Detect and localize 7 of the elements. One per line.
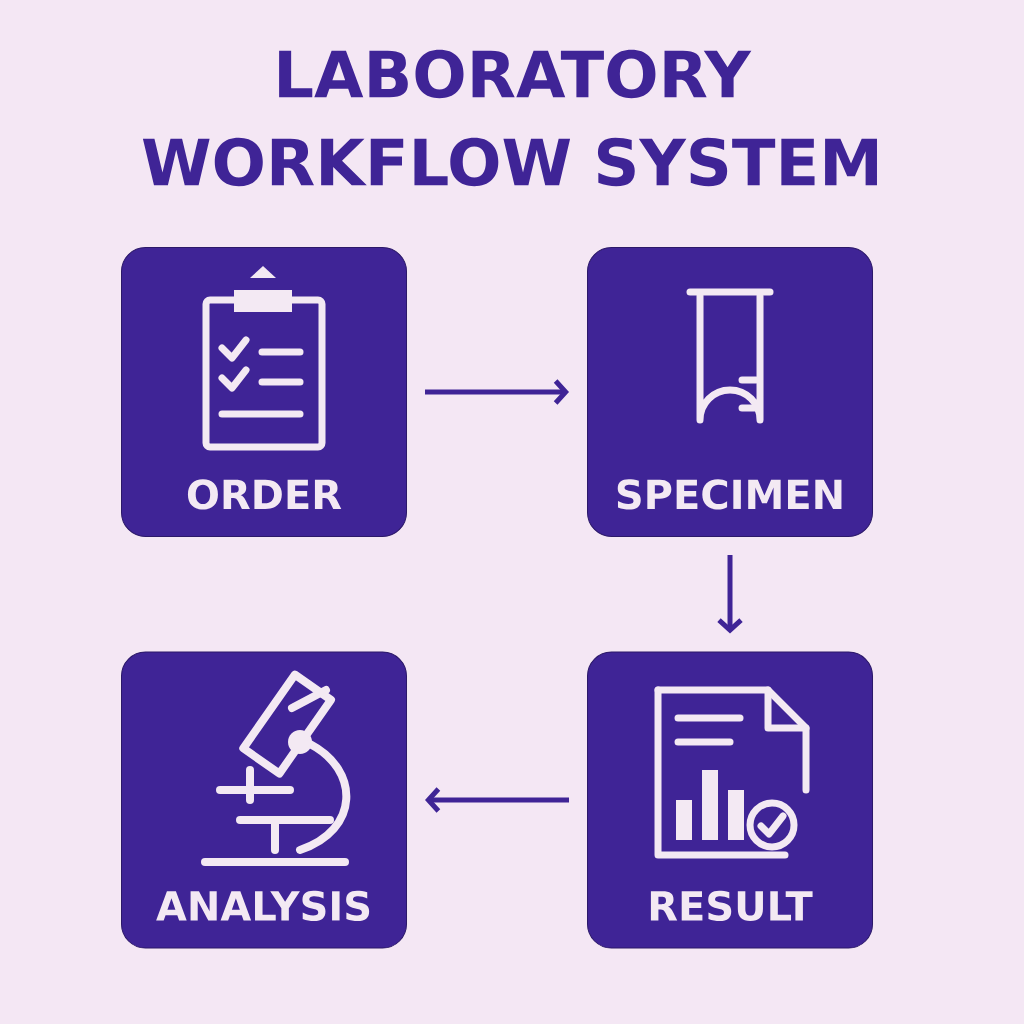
arrow [425, 787, 569, 813]
arrow [425, 379, 569, 405]
process-box: ORDER [121, 247, 407, 537]
process-box: SPECIMEN [587, 247, 873, 537]
arrow [717, 555, 743, 634]
process-box: ANALYSIS [121, 651, 407, 949]
title: LABORATORY WORKFLOW SYSTEM [142, 49, 877, 187]
